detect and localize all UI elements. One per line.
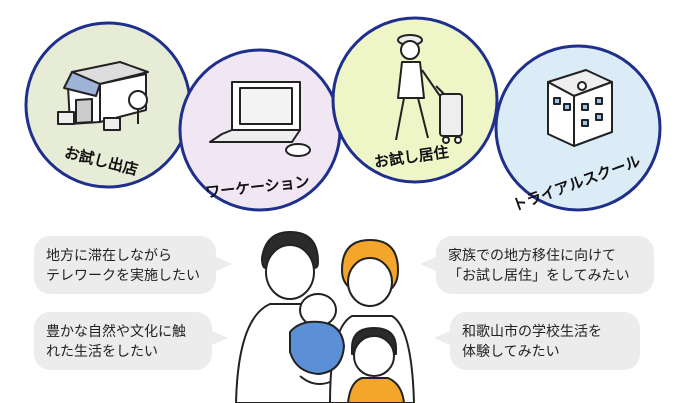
family-illustration	[235, 231, 415, 403]
bubble-top-right: 家族での地方移住に向けて 「お試し居住」をしてみたい	[436, 236, 654, 294]
traveler-icon	[395, 34, 463, 144]
bubble-top-right-line1: 家族での地方移住に向けて	[448, 248, 616, 264]
bubble-bottom-right: 和歌山市の学校生活を 体験してみたい	[450, 312, 640, 370]
shop-icon	[57, 61, 149, 131]
circle-trial-living: お試し居住	[331, 16, 499, 184]
bubble-bottom-left-tail	[210, 330, 228, 346]
laptop-icon	[209, 81, 311, 157]
bubble-top-left: 地方に滞在しながら テレワークを実施したい	[34, 236, 216, 294]
bubble-bottom-right-line1: 和歌山市の学校生活を	[462, 324, 602, 340]
bubble-top-right-tail	[420, 256, 438, 272]
bubble-top-left-line1: 地方に滞在しながら	[46, 248, 172, 264]
bubble-bottom-left-line1: 豊かな自然や文化に触	[46, 324, 186, 340]
bubble-bottom-left-line2: れた生活をしたい	[46, 344, 158, 360]
bubble-bottom-left: 豊かな自然や文化に触 れた生活をしたい	[34, 312, 212, 370]
circle-trial-shop: お試し出店	[24, 21, 192, 189]
circle-workation: ワーケーション	[178, 48, 342, 212]
bubble-top-left-tail	[214, 256, 232, 272]
school-icon	[547, 69, 613, 147]
bubble-top-right-line2: 「お試し居住」をしてみたい	[448, 268, 630, 284]
bubble-bottom-right-tail	[434, 330, 452, 346]
bubble-top-left-line2: テレワークを実施したい	[46, 268, 200, 284]
circle-trial-school: トライアルスクール	[494, 44, 662, 215]
bubble-bottom-right-line2: 体験してみたい	[462, 344, 560, 360]
